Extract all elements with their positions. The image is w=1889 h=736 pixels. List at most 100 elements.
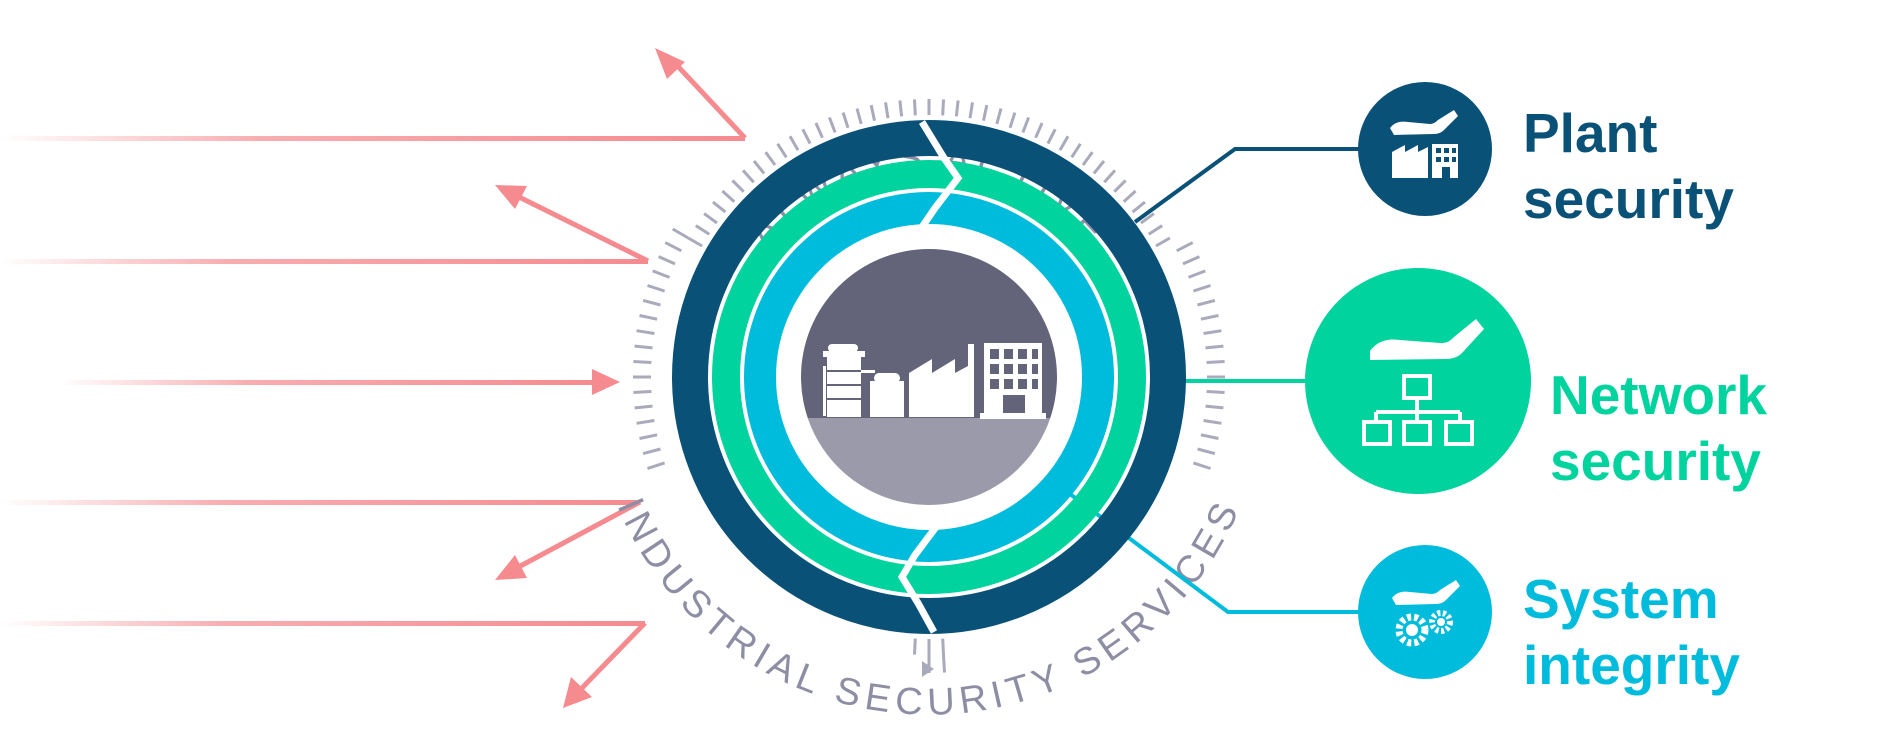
pillar-label-network-line2: security (1550, 430, 1761, 492)
tick-mark (1192, 284, 1211, 293)
tick-ring (633, 99, 1225, 673)
tick-mark (636, 419, 655, 425)
tick-mark (941, 99, 945, 116)
tick-mark (664, 241, 682, 253)
hand-over-factory-icon (1390, 110, 1458, 178)
pillar-label-plant-line2: security (1523, 168, 1734, 230)
tick-mark (1200, 433, 1219, 440)
tick-mark (634, 344, 653, 350)
pillar-label-system-line1: System (1523, 568, 1719, 630)
pillar-label-system-line2: integrity (1523, 634, 1740, 696)
tick-mark (642, 447, 661, 456)
threat-arrows (0, 48, 747, 708)
tick-mark (703, 212, 718, 225)
tick-mark (671, 227, 689, 240)
pillar-label-system-integrity: System integrity (1523, 566, 1740, 698)
tick-mark (639, 433, 658, 440)
tick-mark (1155, 236, 1171, 248)
pillar-label-plant-line1: Plant (1523, 102, 1658, 164)
tick-mark (634, 404, 653, 410)
tick-mark (694, 224, 711, 236)
tick-mark (633, 360, 652, 364)
hand-over-gears-icon (1392, 580, 1460, 647)
tick-mark (1206, 360, 1225, 364)
ring-system-integrity (744, 192, 1114, 562)
pillar-label-network-security: Network security (1550, 362, 1767, 494)
tick-mark (841, 112, 850, 129)
connector-plant (1133, 147, 1362, 224)
tick-mark (913, 99, 917, 116)
tick-mark (1103, 169, 1117, 184)
tick-mark (776, 142, 788, 159)
tick-mark (1203, 329, 1222, 335)
industrial-plant-icon (823, 343, 1046, 419)
pillar-label-network-line1: Network (1550, 364, 1767, 426)
tick-mark (764, 151, 777, 166)
ring-network-security (712, 160, 1146, 594)
threat-arrow-3-blocked (60, 369, 620, 395)
pillar-label-plant-security: Plant security (1523, 100, 1734, 232)
tick-mark (913, 638, 917, 655)
tick-mark (1058, 135, 1070, 151)
tick-mark (968, 102, 974, 119)
tick-mark (1113, 179, 1127, 193)
tick-mark (1205, 344, 1224, 350)
tick-mark (1147, 224, 1164, 236)
pillar-system-badge (1358, 545, 1492, 679)
tick-mark (884, 102, 890, 119)
tick-mark (657, 255, 676, 266)
tick-mark (741, 169, 755, 184)
tick-mark (1176, 241, 1194, 253)
threat-arrow-4-deflected (0, 499, 642, 580)
tick-mark (1092, 160, 1106, 175)
tick-mark (1008, 112, 1017, 129)
tick-mark (855, 108, 863, 125)
tick-mark (1070, 142, 1082, 159)
core-plant (801, 249, 1057, 505)
tick-mark (982, 104, 989, 122)
tick-mark (633, 390, 652, 394)
tick-mark (752, 160, 766, 175)
threat-arrow-2-deflected (0, 185, 650, 264)
tick-mark (788, 135, 800, 151)
tick-mark (639, 314, 658, 321)
ring-seam-top (917, 120, 963, 232)
tick-mark (1192, 461, 1211, 470)
tick-mark (1206, 390, 1225, 394)
threat-arrow-1-deflected (0, 48, 747, 141)
tick-mark (1200, 314, 1219, 321)
security-rings (672, 120, 1186, 634)
tick-mark (652, 269, 671, 279)
tick-mark (721, 189, 736, 203)
tick-mark (898, 100, 904, 117)
tick-mark (1197, 298, 1216, 307)
tick-mark (1131, 200, 1146, 214)
tick-ring-pointer-icon (922, 661, 934, 677)
hand-over-network-icon (1362, 319, 1484, 446)
tick-mark (731, 179, 745, 193)
tick-mark (687, 236, 703, 248)
tick-mark (1203, 419, 1222, 425)
tick-mark (1205, 404, 1224, 410)
tick-mark (1140, 212, 1155, 225)
tick-mark (642, 298, 661, 307)
tick-mark (1034, 122, 1044, 139)
tick-mark (801, 128, 812, 145)
tick-mark (636, 329, 655, 335)
ring-seam-bottom (897, 524, 939, 634)
tick-mark (647, 284, 666, 293)
tick-mark (814, 122, 824, 139)
tick-mark (712, 200, 727, 214)
tick-mark (1187, 269, 1206, 279)
tick-mark (1122, 189, 1137, 203)
pillar-network-badge (1305, 268, 1531, 494)
tick-mark (869, 104, 876, 122)
pillar-plant-badge (1358, 82, 1492, 216)
tick-mark (942, 654, 946, 673)
tick-mark (1081, 151, 1094, 166)
tick-mark (941, 638, 945, 655)
tick-mark (954, 100, 960, 117)
tick-mark (1197, 447, 1216, 456)
